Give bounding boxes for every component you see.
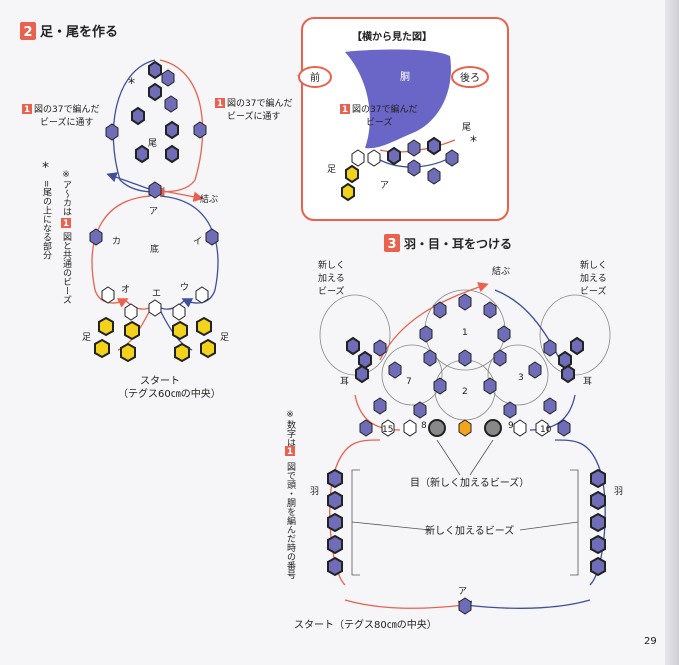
rvnote-b: 図で頭・胴を編んだ時の番号 [285,462,296,580]
side-view-back: 後ろ [460,71,480,84]
label-a: ア [149,207,158,217]
ear-left: 耳 [340,376,349,387]
section2-number: 2 [23,25,32,40]
side-view-body-shape [345,49,451,149]
side-view-title: 【横から見た図】 [352,30,432,43]
start-line1: スタート [140,375,180,387]
note-left-line1: 図の37で編んだ [34,103,99,115]
new-beads-right-3: ビーズ [580,285,607,297]
vnote1-num-box [61,218,71,228]
ear-right: 耳 [583,376,592,387]
vnote1-rest: 図と共通のビーズ [61,232,72,304]
section3-number-box [384,234,400,252]
note-right-num-box [215,98,225,108]
note-left-num-box [22,104,32,114]
num-1: 1 [462,328,468,338]
label-bottom: 底 [150,243,159,255]
foot-right: 足 [220,332,229,343]
side-view-panel: 【横から見た図】 胴 前 後ろ 1 図の37で編んだ ビーズ 尾 * 足 ア [296,17,509,221]
right-labels: 新しく 加える ビーズ 新しく 加える ビーズ 結ぶ 耳 耳 1 2 3 7 8… [294,259,623,631]
section2-title: 足・尾を作る [40,24,118,40]
rvnote-a: ※数字は [285,410,296,447]
right-a: ア [458,587,467,597]
note-left-line2: ビーズに通す [40,116,94,128]
label-u: ウ [180,282,189,293]
section2-number-box [20,22,36,40]
left-labels: * 1 図の37で編んだ ビーズに通す 1 図の37で編んだ ビーズに通す 尾 … [22,76,292,400]
right-start: スタート（テグス80㎝の中央） [294,618,437,631]
back-bubble [451,66,489,88]
num-7: 7 [406,377,412,387]
wing-left: 羽 [310,486,319,497]
label-i: イ [193,237,202,247]
section3-number: 3 [387,237,396,252]
side-view-body: 胴 [400,71,410,83]
vnote2-mark: * [42,160,49,176]
left-threads [91,59,219,351]
knot-right: 結ぶ [492,265,510,277]
foot-left: 足 [82,332,91,343]
new-beads-right-1: 新しく [580,259,607,271]
knot-label: 結ぶ [200,193,218,205]
tail-label: 尾 [148,138,157,149]
side-asterisk: * [470,134,477,150]
note-left-num: 1 [24,105,30,115]
right-beads [327,293,606,615]
vnote1: ※ア〜カは [61,170,71,216]
vnote1-num: 1 [63,219,69,229]
vnote2: =尾の上になる部分 [41,180,52,260]
side-a: ア [380,181,389,191]
note-right-line2: ビーズに通す [227,110,281,122]
side-tail: 尾 [462,122,471,133]
side-foot: 足 [327,164,336,175]
side-note-line1: 図の37で編んだ [352,103,417,115]
side-note-num: 1 [342,105,348,115]
section2-header: 2 足・尾を作る [20,22,118,40]
label-ka: カ [112,236,121,247]
new-beads-left-2: 加える [318,273,345,284]
side-note-num-box [340,104,350,114]
right-brackets [351,439,579,576]
left-beads [89,60,219,363]
start-line2: （テグス60㎝の中央） [118,387,221,400]
section3-title: 羽・目・耳をつける [404,237,512,251]
section3-header: 3 羽・目・耳をつける [384,234,512,252]
note-right-num: 1 [217,99,223,109]
new-beads-center: 新しく加えるビーズ [425,524,514,537]
num-2: 2 [462,387,468,397]
right-vertical-note: ※数字は 1 図で頭・胴を編んだ時の番号 [285,410,296,580]
label-o: オ [121,284,130,295]
side-view-front: 前 [310,71,320,84]
front-bubble [298,66,332,88]
num-3: 3 [518,373,524,383]
note-right-line1: 図の37で編んだ [227,97,292,109]
rvnote-num-box [285,446,295,456]
page-spine [665,0,679,665]
label-e: エ [152,289,161,299]
wing-right: 羽 [614,486,623,497]
num-9: 9 [508,421,514,431]
left-vertical-notes: ※ア〜カは 1 図と共通のビーズ * =尾の上になる部分 [41,160,72,304]
new-beads-right-2: 加える [580,273,607,284]
eye-label: 目（新しく加えるビーズ） [410,476,529,489]
num-15: 15 [382,425,393,435]
num-8: 8 [421,421,427,431]
new-beads-left-1: 新しく [318,259,345,271]
new-beads-left-3: ビーズ [318,285,345,297]
page-number: 29 [644,636,657,647]
side-note-line2: ビーズ [366,116,393,128]
rvnote-num: 1 [287,447,293,457]
left-asterisk: * [128,76,135,92]
num-10: 10 [540,425,552,435]
